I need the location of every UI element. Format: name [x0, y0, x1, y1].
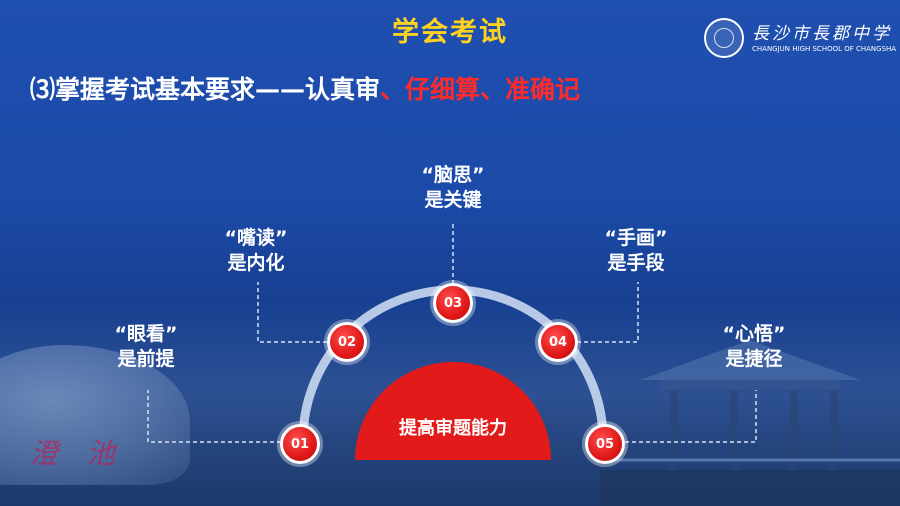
connector-04	[570, 282, 639, 343]
rock-inscription: 澄 池	[30, 437, 125, 470]
school-name-cn: 長沙市長郡中学	[752, 24, 892, 44]
connector-01	[147, 390, 288, 443]
school-logo: 長沙市長郡中学 CHANGJUN HIGH SCHOOL OF CHANGSHA	[704, 18, 897, 62]
step-node-05: 05	[585, 424, 625, 464]
subtitle-emphasis-white: 认真审	[305, 75, 381, 104]
center-label: 提高审题能力	[399, 418, 507, 439]
step-label-05-line2: 是捷径	[725, 348, 783, 370]
subtitle-emphasis-red: 、仔细算、准确记	[380, 75, 581, 104]
slide-subtitle: ⑶掌握考试基本要求——认真审、仔细算、准确记	[30, 70, 580, 106]
step-node-03: 03	[433, 283, 473, 323]
step-label-02-line1: “嘴读”	[224, 227, 288, 249]
connector-02	[257, 282, 327, 343]
step-node-01: 01	[280, 424, 320, 464]
step-label-01: “眼看” 是前提	[86, 322, 206, 372]
step-label-02: “嘴读” 是内化	[196, 226, 316, 276]
step-label-02-line2: 是内化	[227, 252, 285, 274]
step-label-05-line1: “心悟”	[722, 323, 786, 345]
step-label-01-line2: 是前提	[117, 348, 175, 370]
step-node-02: 02	[327, 322, 367, 362]
step-label-01-line1: “眼看”	[114, 323, 178, 345]
step-label-05: “心悟” 是捷径	[694, 322, 814, 372]
step-label-03-line1: “脑思”	[421, 164, 485, 186]
connector-lines	[147, 222, 757, 443]
pavilion-illustration	[600, 340, 900, 506]
subtitle-lead: ⑶掌握考试基本要求——	[30, 75, 306, 104]
step-label-04-line1: “手画”	[604, 227, 668, 249]
step-node-04: 04	[538, 322, 578, 362]
center-semicircle	[355, 362, 551, 460]
connector-05	[618, 390, 757, 443]
step-label-04: “手画” 是手段	[576, 226, 696, 276]
step-label-03-line2: 是关键	[424, 189, 482, 211]
school-seal-icon	[704, 18, 744, 58]
slide-title: 学会考试	[392, 17, 508, 48]
school-name-en: CHANGJUN HIGH SCHOOL OF CHANGSHA	[752, 45, 897, 53]
step-label-04-line2: 是手段	[607, 252, 665, 274]
step-label-03: “脑思” 是关键	[393, 163, 513, 213]
